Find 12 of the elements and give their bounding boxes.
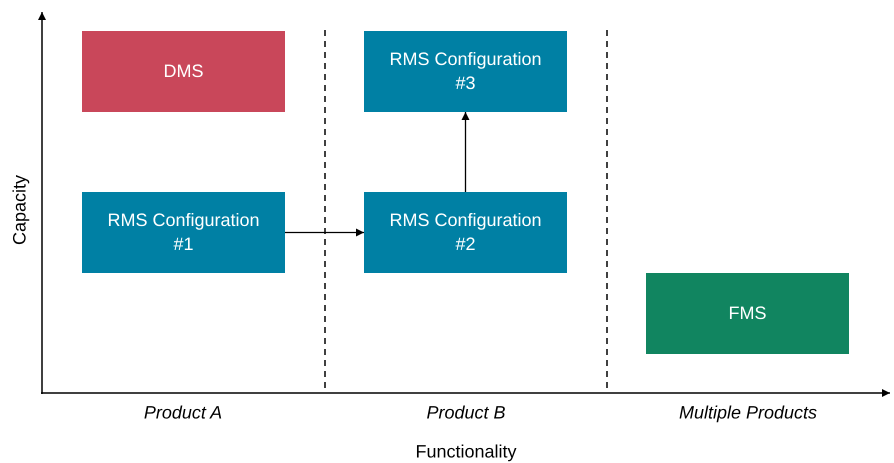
arrow [285,228,364,236]
category-label: Product B [426,402,506,424]
category-label: Multiple Products [678,402,818,424]
axis-title: Capacity [10,174,30,246]
arrow [462,112,470,192]
axis-title: Functionality [415,442,517,462]
system-box: RMS Configuration #1 [82,192,285,273]
system-box: DMS [82,31,285,112]
system-box: FMS [646,273,849,354]
system-box: RMS Configuration #3 [364,31,567,112]
system-box: RMS Configuration #2 [364,192,567,273]
category-label: Product A [144,402,222,424]
